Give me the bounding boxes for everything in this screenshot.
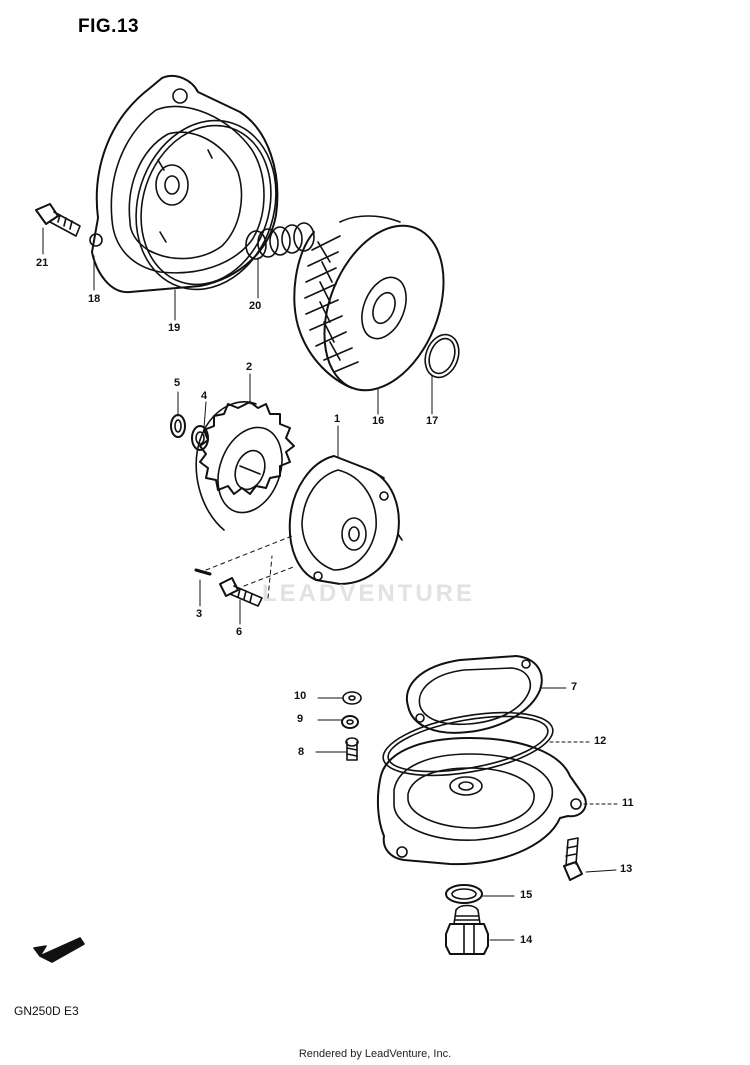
part-label-7: 7 xyxy=(571,681,578,693)
part-label-18: 18 xyxy=(88,293,101,305)
spring-20 xyxy=(245,222,315,260)
part-label-6: 6 xyxy=(236,626,243,638)
pin-3 xyxy=(194,568,212,576)
part-label-19: 19 xyxy=(168,322,181,334)
part-label-11: 11 xyxy=(622,797,634,809)
model-code: GN250D E3 xyxy=(14,1004,79,1018)
part-label-10: 10 xyxy=(294,690,307,702)
credit-line: Rendered by LeadVenture, Inc. xyxy=(298,1048,452,1060)
o-ring-12-inner xyxy=(387,715,549,773)
drain-plug-14 xyxy=(445,904,489,955)
part-label-8: 8 xyxy=(298,746,305,758)
o-ring-19 xyxy=(135,119,277,291)
part-label-17: 17 xyxy=(426,415,439,427)
spring-washer-10 xyxy=(342,691,362,705)
pump-cover-11 xyxy=(376,737,587,866)
o-ring-12 xyxy=(382,711,554,777)
gasket-washer-15 xyxy=(445,884,483,904)
part-label-2: 2 xyxy=(246,361,253,373)
o-ring-17 xyxy=(424,333,460,379)
part-label-5: 5 xyxy=(174,377,181,389)
part-label-1: 1 xyxy=(334,413,341,425)
watermark: LEADVENTURE xyxy=(262,580,476,607)
o-ring-19-inner xyxy=(140,124,272,286)
leader-lines xyxy=(42,227,619,941)
screw-8 xyxy=(345,737,359,761)
part-label-3: 3 xyxy=(196,608,203,620)
oil-pump-1 xyxy=(288,455,403,585)
part-label-12: 12 xyxy=(594,735,607,747)
cover-bolt-21 xyxy=(35,203,81,237)
part-label-4: 4 xyxy=(201,390,208,402)
part-label-15: 15 xyxy=(520,889,533,901)
o-ring-17-inner xyxy=(428,337,456,375)
part-label-16: 16 xyxy=(372,415,385,427)
gasket-7 xyxy=(405,655,543,734)
part-label-9: 9 xyxy=(297,713,304,725)
part-label-14: 14 xyxy=(520,934,533,946)
washer-9 xyxy=(341,715,359,729)
oil-filter-16 xyxy=(293,215,445,392)
part-label-21: 21 xyxy=(36,257,49,269)
circlip-5 xyxy=(170,414,186,438)
part-label-13: 13 xyxy=(620,863,633,875)
forward-arrow-icon xyxy=(33,937,85,963)
pump-bolt-6 xyxy=(219,577,263,607)
pump-gear-2 xyxy=(195,400,295,531)
filter-cover-18 xyxy=(89,74,279,294)
part-label-20: 20 xyxy=(249,300,262,312)
figure-title: FIG.13 xyxy=(78,16,140,37)
cover-bolt-13 xyxy=(563,837,583,881)
